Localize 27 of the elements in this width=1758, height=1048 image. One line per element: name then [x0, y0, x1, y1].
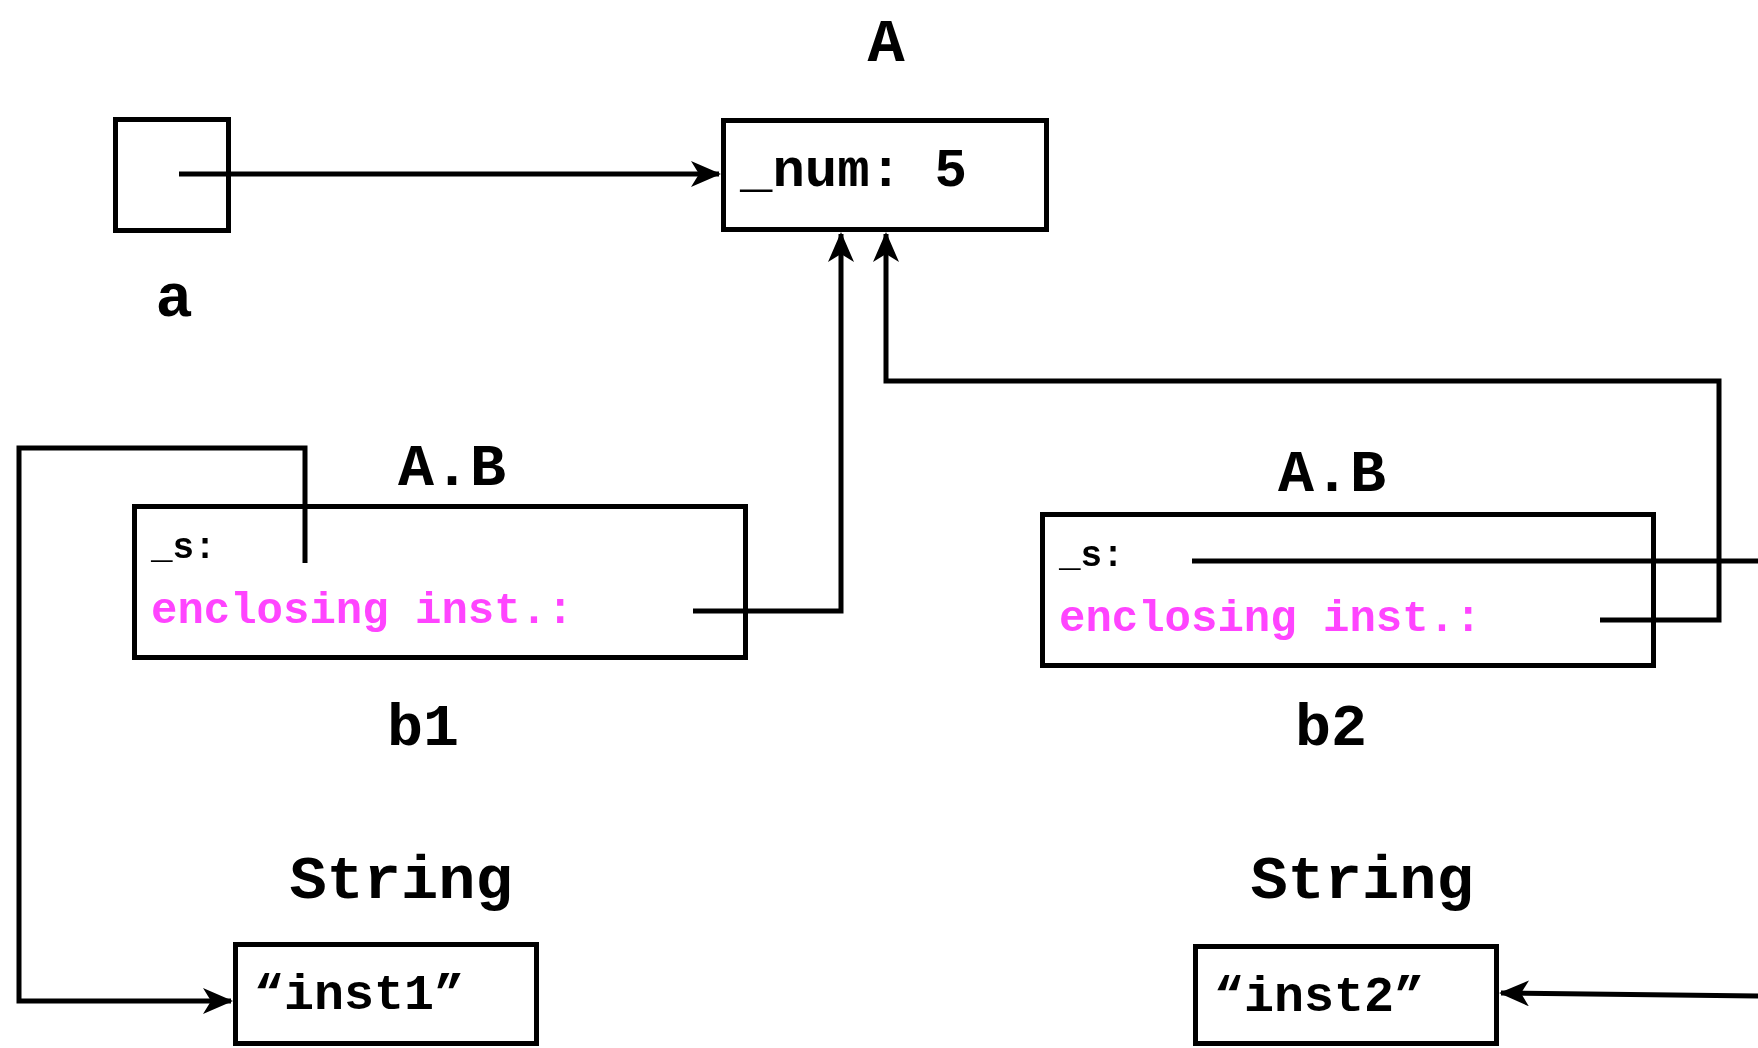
- connector-line: [1192, 558, 1758, 564]
- type-heading: String: [1250, 851, 1474, 913]
- reference-box: [113, 117, 231, 233]
- object-box: [132, 504, 748, 660]
- field-text: enclosing inst.:: [151, 589, 574, 633]
- arrow: [179, 161, 721, 187]
- arrow: [16, 445, 308, 1014]
- arrow: [693, 232, 854, 614]
- variable-name: b2: [1295, 699, 1367, 759]
- field-text: _s:: [1059, 539, 1124, 575]
- object-box: [233, 942, 539, 1046]
- object-box: [721, 118, 1049, 232]
- field-text: _s:: [151, 531, 216, 567]
- field-text: “inst1”: [254, 971, 465, 1021]
- arrow: [873, 232, 1722, 623]
- object-box: [1040, 512, 1656, 668]
- type-heading: A.B: [398, 439, 506, 499]
- field-text: _num: 5: [740, 145, 967, 199]
- field-text: “inst2”: [1214, 973, 1425, 1023]
- type-heading: A.B: [1278, 445, 1386, 505]
- variable-name: a: [155, 269, 193, 331]
- field-text: enclosing inst.:: [1059, 597, 1482, 641]
- type-heading: String: [289, 851, 513, 913]
- arrow: [1499, 980, 1758, 1007]
- type-heading: A: [867, 14, 905, 76]
- object-box: [1193, 944, 1499, 1046]
- variable-name: b1: [387, 699, 459, 759]
